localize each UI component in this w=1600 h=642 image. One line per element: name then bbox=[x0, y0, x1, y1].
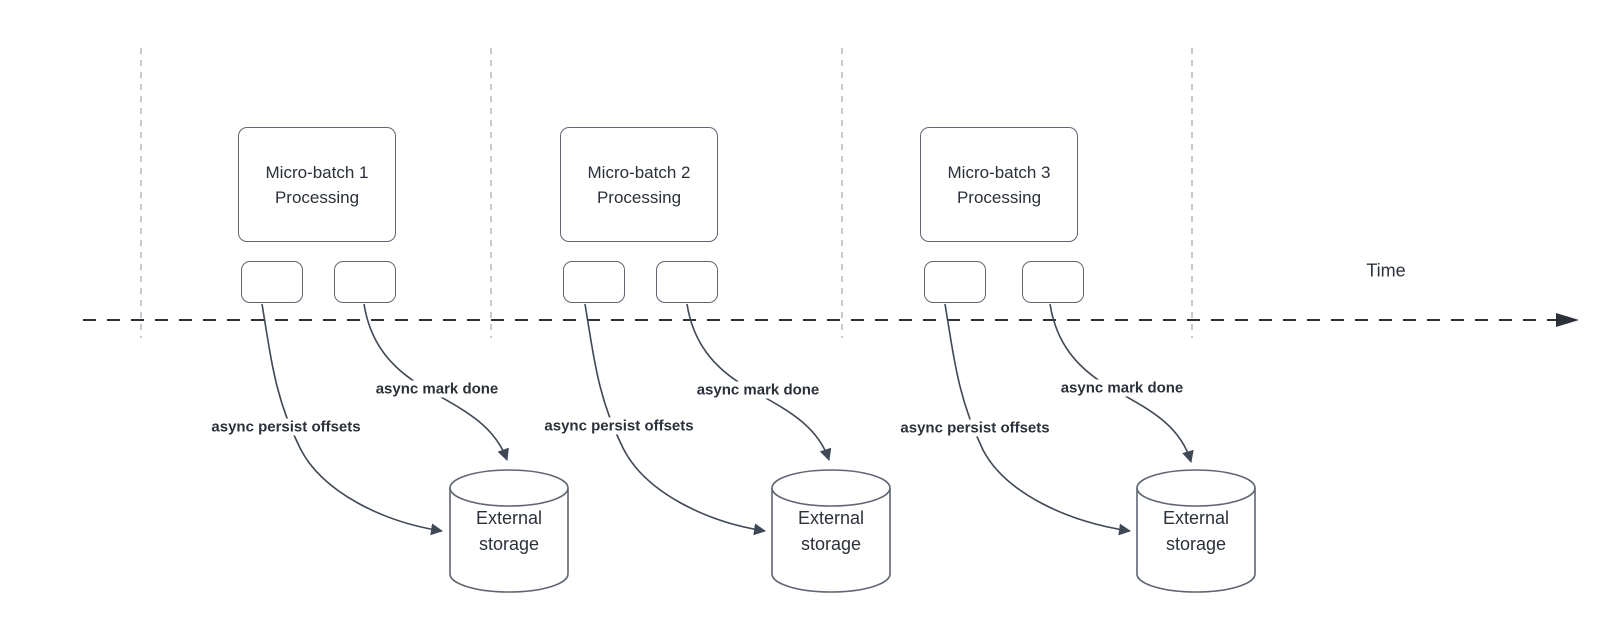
micro-batch-2-title-line2: Processing bbox=[596, 187, 682, 207]
cylinder-body bbox=[771, 488, 891, 593]
cylinder-body bbox=[1136, 488, 1256, 593]
mark-done-label-3: async mark done bbox=[1057, 379, 1187, 397]
micro-batch-1-title-line1: Micro-batch 1 bbox=[265, 162, 369, 182]
micro-batch-3-title-line1: Micro-batch 3 bbox=[947, 162, 1051, 182]
external-storage-label-1-line2: storage bbox=[478, 534, 540, 554]
external-storage-label-2: External storage bbox=[772, 495, 890, 567]
external-storage-cylinder-1 bbox=[449, 469, 569, 593]
external-storage-label-1: External storage bbox=[450, 495, 568, 567]
micro-batch-3-title-line2: Processing bbox=[956, 187, 1042, 207]
external-storage-label-3-line1: External bbox=[1162, 508, 1230, 528]
persist-offsets-label-3: async persist offsets bbox=[897, 419, 1053, 437]
persist-offsets-arrow-1 bbox=[261, 303, 443, 536]
mark-done-task-box-3 bbox=[1022, 261, 1084, 303]
cylinder-top bbox=[771, 469, 891, 507]
persist-offsets-task-box-3 bbox=[924, 261, 986, 303]
micro-batch-1-title-line2: Processing bbox=[274, 187, 360, 207]
mark-done-task-box-1 bbox=[334, 261, 396, 303]
micro-batch-1-processing-box: Micro-batch 1 Processing bbox=[238, 127, 396, 242]
persist-offsets-task-box-2 bbox=[563, 261, 625, 303]
persist-offsets-label-1: async persist offsets bbox=[208, 418, 364, 436]
micro-batch-2-processing-box: Micro-batch 2 Processing bbox=[560, 127, 718, 242]
cylinder-body bbox=[449, 488, 569, 593]
mark-done-label-2: async mark done bbox=[693, 381, 823, 399]
external-storage-cylinder-3 bbox=[1136, 469, 1256, 593]
external-storage-label-2-line2: storage bbox=[800, 534, 862, 554]
time-axis-label: Time bbox=[1366, 260, 1406, 281]
external-storage-label-3: External storage bbox=[1137, 495, 1255, 567]
mark-done-task-box-2 bbox=[656, 261, 718, 303]
external-storage-label-1-line1: External bbox=[475, 508, 543, 528]
mark-done-label-1: async mark done bbox=[372, 380, 502, 398]
persist-offsets-label-2: async persist offsets bbox=[541, 417, 697, 435]
micro-batch-3-processing-box: Micro-batch 3 Processing bbox=[920, 127, 1078, 242]
persist-offsets-task-box-1 bbox=[241, 261, 303, 303]
external-storage-label-3-line2: storage bbox=[1165, 534, 1227, 554]
time-axis-arrow-icon bbox=[1556, 313, 1579, 327]
cylinder-top bbox=[449, 469, 569, 507]
external-storage-label-2-line1: External bbox=[797, 508, 865, 528]
cylinder-top bbox=[1136, 469, 1256, 507]
persist-offsets-arrow-3 bbox=[944, 303, 1131, 536]
micro-batch-2-title-line1: Micro-batch 2 bbox=[587, 162, 691, 182]
external-storage-cylinder-2 bbox=[771, 469, 891, 593]
persist-offsets-arrow-2 bbox=[584, 303, 766, 536]
